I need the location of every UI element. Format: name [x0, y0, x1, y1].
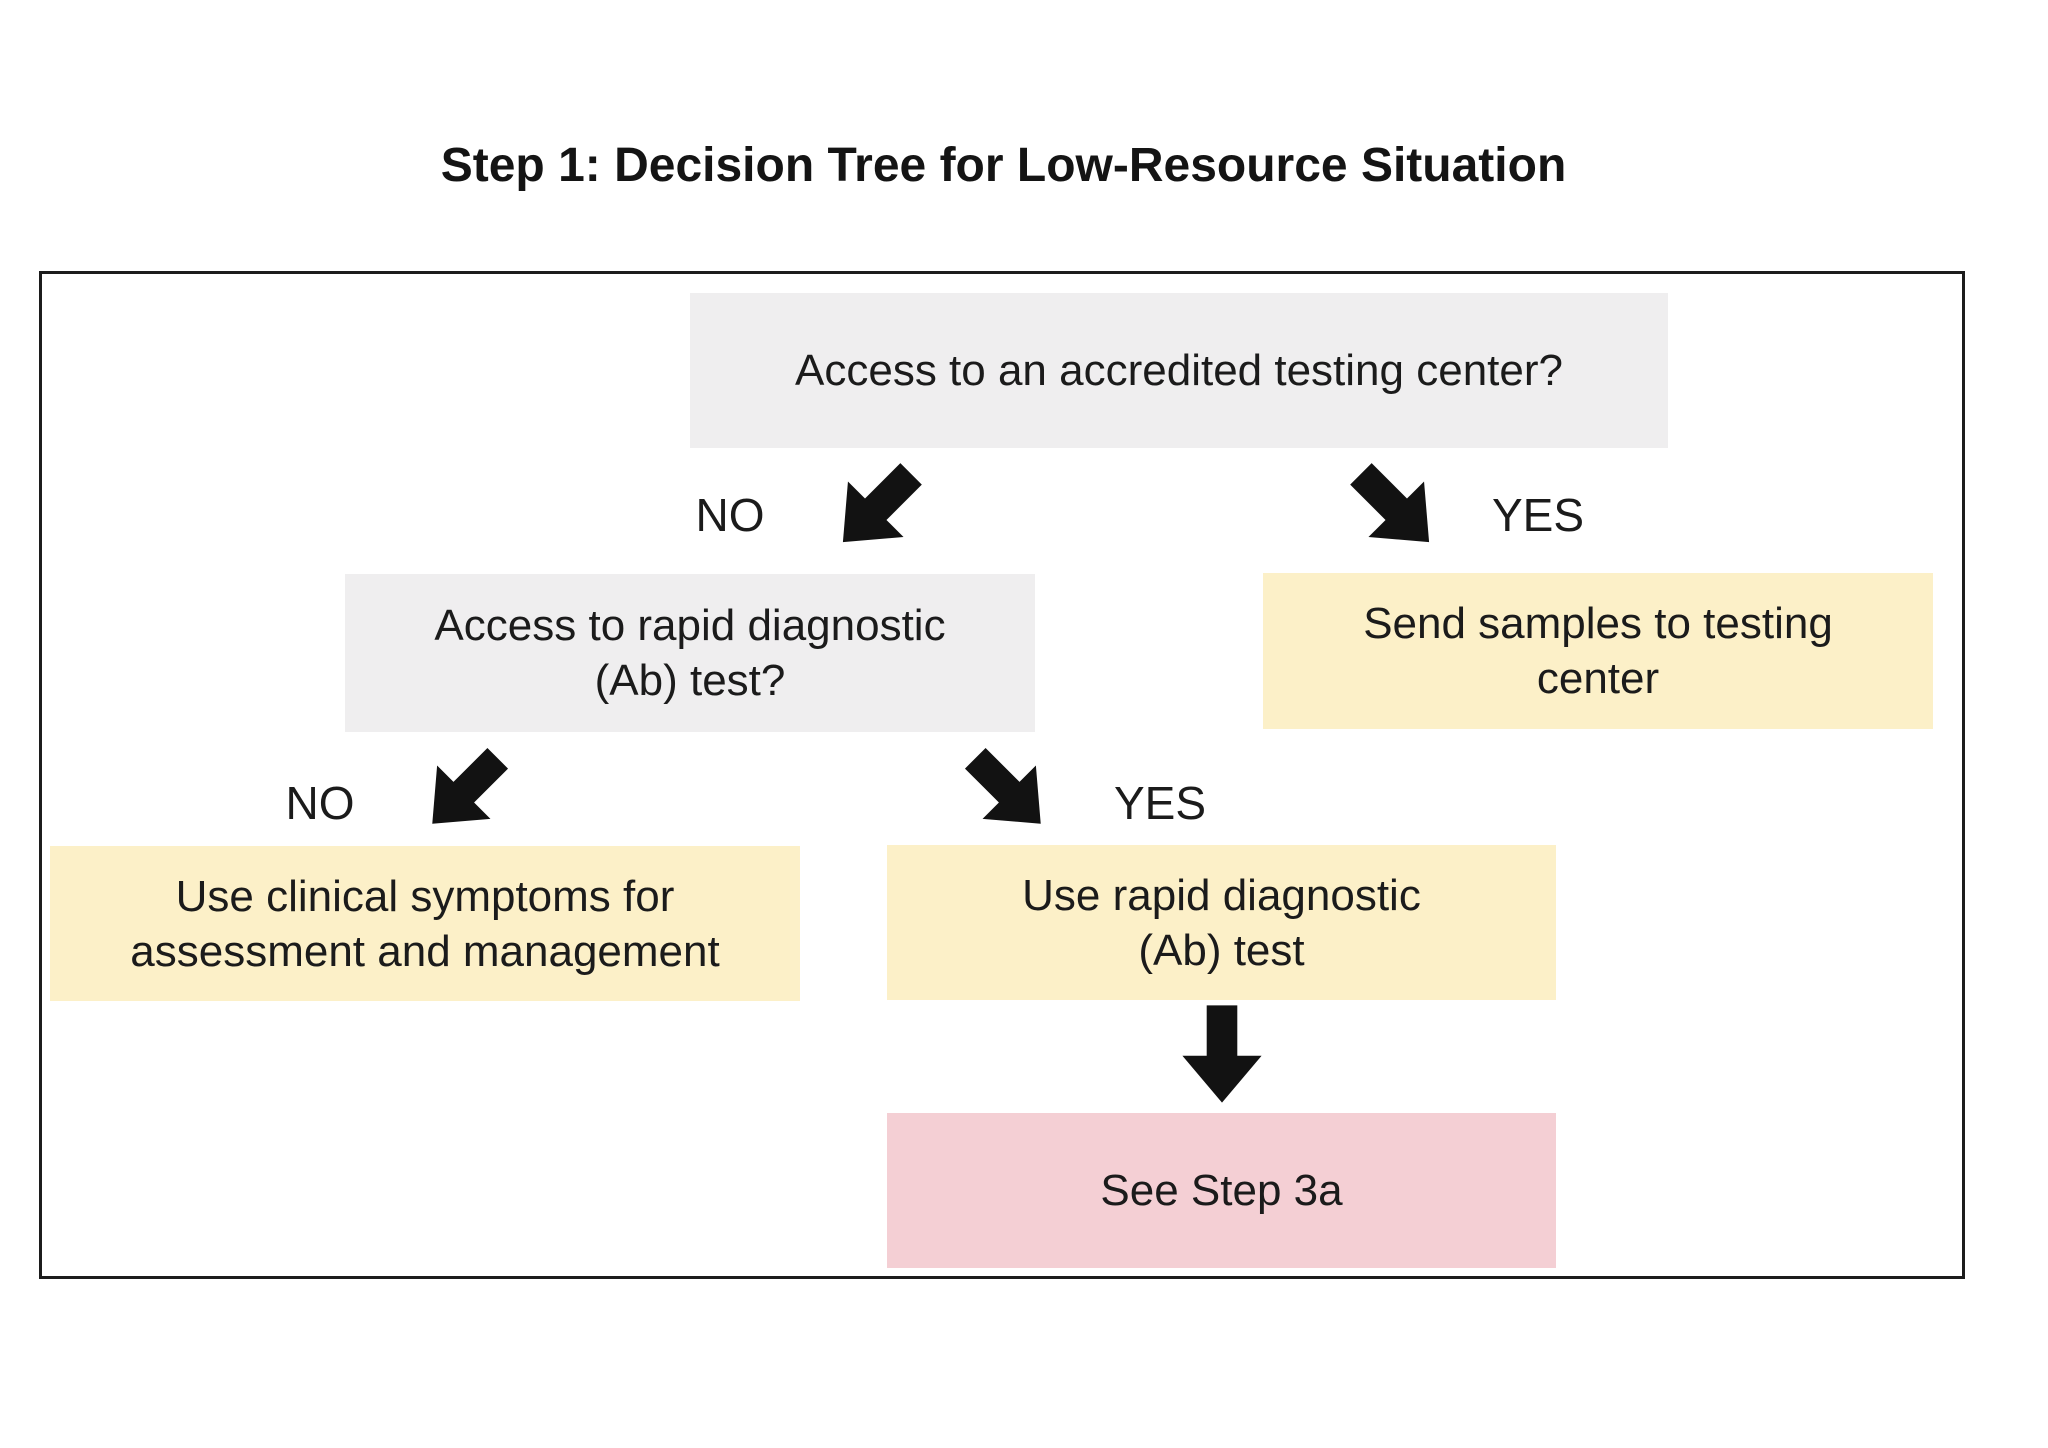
arrow-down-icon — [1177, 1002, 1267, 1106]
arrow-down-right-icon — [940, 723, 1076, 859]
node-see-step-3a: See Step 3a — [887, 1113, 1556, 1268]
node-send-samples: Send samples to testing center — [1263, 573, 1933, 729]
arrow-down-left-icon — [806, 437, 947, 578]
branch-label-yes-1: YES — [1491, 489, 1585, 541]
arrow-down-left-icon — [397, 723, 533, 859]
node-clinical-symptoms: Use clinical symptoms for assessment and… — [50, 846, 800, 1001]
branch-label-no-2: NO — [285, 777, 355, 829]
arrow-down-right-icon — [1324, 437, 1465, 578]
branch-label-yes-2: YES — [1113, 777, 1207, 829]
node-use-rapid-test: Use rapid diagnostic (Ab) test — [887, 845, 1556, 1000]
node-rapid-question: Access to rapid diagnostic (Ab) test? — [345, 574, 1035, 732]
page-title: Step 1: Decision Tree for Low-Resource S… — [440, 139, 1567, 192]
node-root-question: Access to an accredited testing center? — [690, 293, 1668, 448]
branch-label-no-1: NO — [695, 489, 765, 541]
